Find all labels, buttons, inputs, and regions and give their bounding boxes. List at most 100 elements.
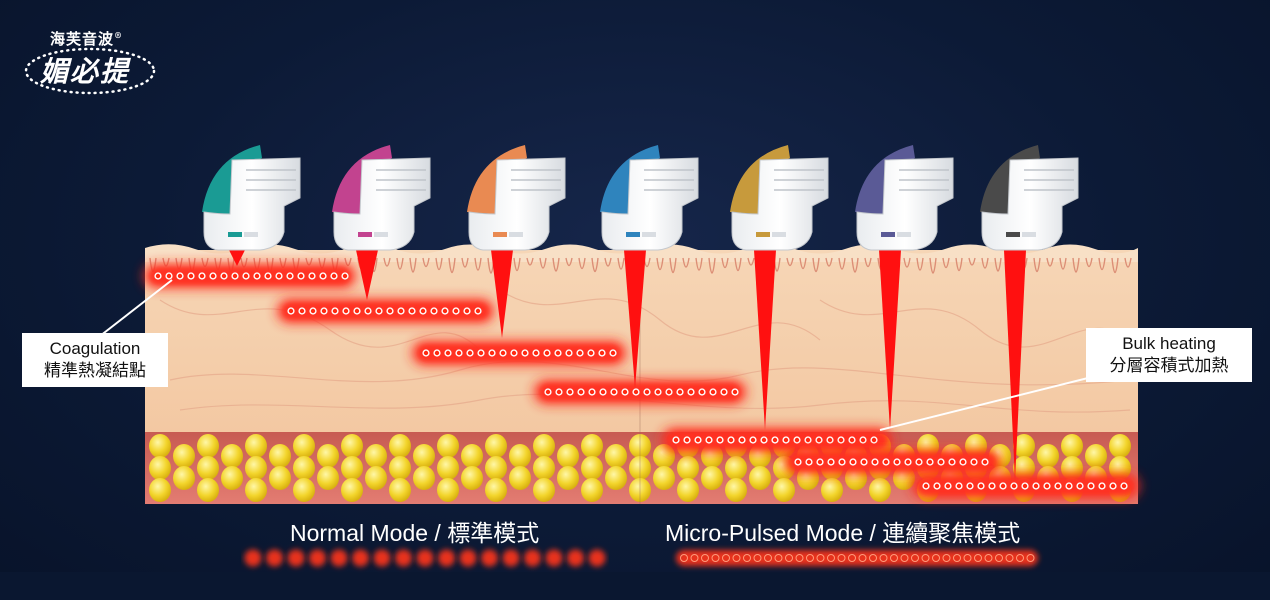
fat-cell [557, 466, 579, 490]
fat-cell [317, 444, 339, 468]
coagulation-point-core [1100, 484, 1104, 488]
coagulation-point-core [685, 438, 689, 442]
fat-cell [485, 456, 507, 480]
transducer-1 [202, 145, 300, 250]
coagulation-point-core [311, 309, 315, 313]
coagulation-point-core [557, 390, 561, 394]
normal-pulse-dot [352, 550, 369, 567]
coagulation-point-core [167, 274, 171, 278]
fat-cell [341, 456, 363, 480]
heat-zone [144, 264, 356, 288]
fat-cell [293, 456, 315, 480]
heat-zone [534, 380, 746, 404]
transducer-tag-depth [897, 232, 911, 237]
normal-mode-label: Normal Mode / 標準模式 [290, 514, 539, 548]
normal-pulse-dot [331, 550, 348, 567]
coagulation-point-core [1067, 484, 1071, 488]
fat-cell [605, 444, 627, 468]
fat-cell [149, 478, 171, 502]
fat-cell [437, 434, 459, 458]
fat-cell [461, 444, 483, 468]
transducer-2 [332, 145, 430, 250]
transducer-5 [730, 145, 828, 250]
coagulation-point-core [935, 484, 939, 488]
coagulation-point-core [556, 351, 560, 355]
fat-cell [245, 456, 267, 480]
coagulation-point-core [711, 390, 715, 394]
coagulation-point-core [589, 351, 593, 355]
normal-pulse-dot [503, 550, 520, 567]
coagulation-point-core [884, 460, 888, 464]
coagulation-point-core [634, 390, 638, 394]
coagulation-point-core [733, 390, 737, 394]
heat-zone [912, 474, 1139, 498]
coagulation-point-core [233, 274, 237, 278]
coagulation-point-core [1122, 484, 1126, 488]
coagulation-point-core [255, 274, 259, 278]
coagulation-point-core [211, 274, 215, 278]
fat-cell [293, 478, 315, 502]
coagulation-point-core [578, 351, 582, 355]
fat-cell [413, 466, 435, 490]
transducer-tag [1006, 232, 1020, 237]
coagulation-point-core [399, 309, 403, 313]
coagulation-point-core [667, 390, 671, 394]
normal-pulse-dot [567, 550, 584, 567]
fat-cell [317, 466, 339, 490]
coagulation-point-core [288, 274, 292, 278]
fat-cell [413, 444, 435, 468]
fat-cell [197, 434, 219, 458]
fat-cell [1109, 434, 1131, 458]
fat-cell [293, 434, 315, 458]
coagulation-point-core [817, 438, 821, 442]
fat-cell [389, 456, 411, 480]
fat-cell [461, 466, 483, 490]
transducer-7 [980, 145, 1078, 250]
transducer-tag-depth [1022, 232, 1036, 237]
fat-cell [725, 478, 747, 502]
coagulation-point-core [421, 309, 425, 313]
transducer-tag [358, 232, 372, 237]
coagulation-point-core [443, 309, 447, 313]
coagulation-point-core [579, 390, 583, 394]
coagulation-point-core [917, 460, 921, 464]
coagulation-point-core [983, 460, 987, 464]
coagulation-point-core [851, 460, 855, 464]
fat-cell [869, 478, 891, 502]
coagulation-point-core [828, 438, 832, 442]
coagulation-point-core [465, 309, 469, 313]
fat-cell [437, 456, 459, 480]
heat-zone [662, 428, 892, 452]
fat-cell [389, 478, 411, 502]
fat-cell [821, 478, 843, 502]
fat-cell [557, 444, 579, 468]
transducer-6 [855, 145, 953, 250]
coagulation-point-core [850, 438, 854, 442]
coagulation-point-core [1012, 484, 1016, 488]
coagulation-point-core [729, 438, 733, 442]
coagulation-point-core [611, 351, 615, 355]
fat-cell [269, 466, 291, 490]
fat-cell [581, 456, 603, 480]
coagulation-point-core [696, 438, 700, 442]
fat-cell [485, 478, 507, 502]
fat-cell [365, 444, 387, 468]
fat-cell [173, 444, 195, 468]
coagulation-point-core [546, 390, 550, 394]
coagulation-point-core [895, 460, 899, 464]
coagulation-point-core [656, 390, 660, 394]
coagulation-point-core [545, 351, 549, 355]
coagulation-point-core [806, 438, 810, 442]
coagulation-point-core [189, 274, 193, 278]
coagulation-point-core [972, 460, 976, 464]
coagulation-point-core [410, 309, 414, 313]
coagulation-point-core [807, 460, 811, 464]
fat-cell [773, 478, 795, 502]
fat-cell [509, 444, 531, 468]
coagulation-point-core [1045, 484, 1049, 488]
coagulation-point-core [299, 274, 303, 278]
fat-cell [149, 456, 171, 480]
fat-cell [485, 434, 507, 458]
transducer-tag-depth [374, 232, 388, 237]
